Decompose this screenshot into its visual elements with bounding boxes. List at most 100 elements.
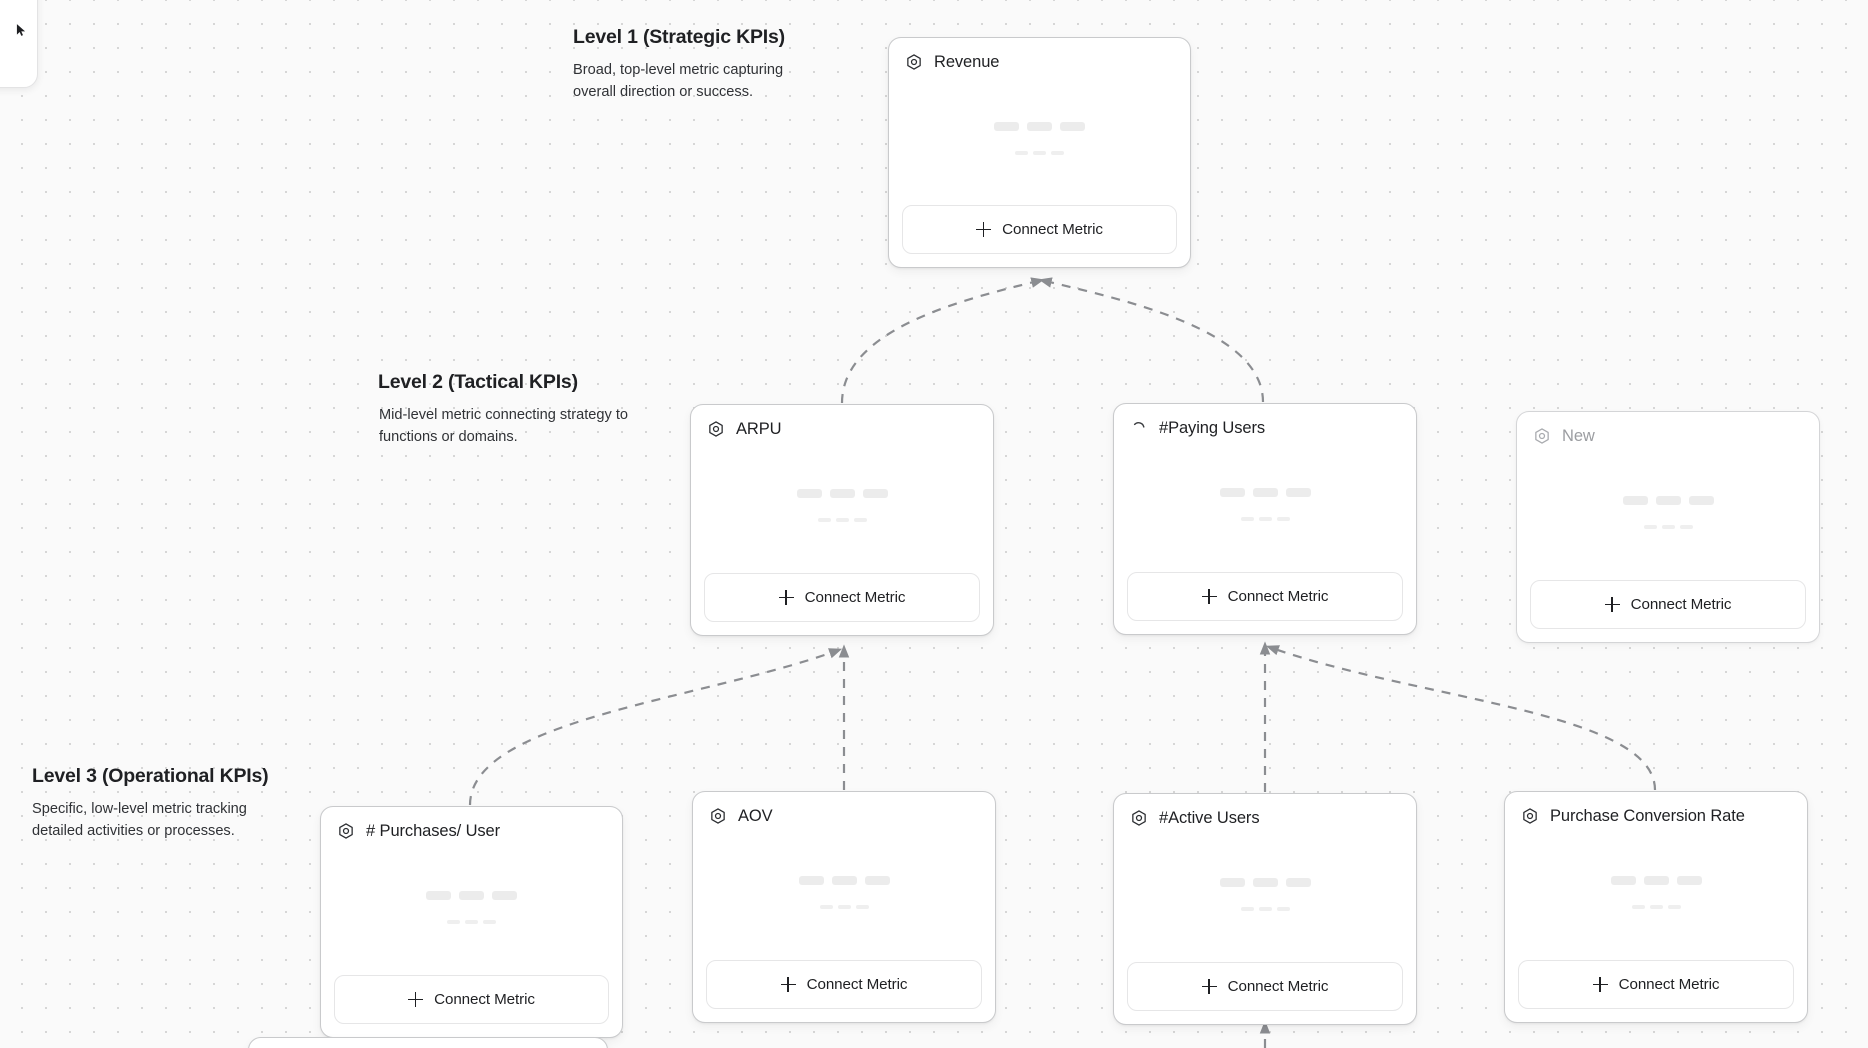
skeleton-bar [862,489,888,498]
skeleton-row-primary [1219,488,1311,497]
skeleton-bar [1676,876,1702,885]
level-2-block: Level 2 (Tactical KPIs) Mid-level metric… [378,371,629,448]
card-header: Revenue [889,38,1190,71]
connect-metric-label: Connect Metric [1618,975,1720,993]
connect-metric-label: Connect Metric [1227,977,1329,995]
card-title: AOV [738,806,773,825]
metric-card-new[interactable]: New Connect Metric [1516,411,1820,643]
card-footer: Connect Metric [1114,572,1416,634]
metric-card-aov[interactable]: AOV Connect Metric [692,791,996,1023]
metric-card-arpu[interactable]: ARPU Connect Metric [690,404,994,636]
skeleton-row-secondary [1631,905,1681,909]
skeleton-bar [831,876,857,885]
card-footer: Connect Metric [321,975,622,1037]
card-header: #Paying Users [1114,404,1416,437]
skeleton-row-secondary [1643,525,1693,529]
level-2-description: Mid-level metric connecting strategy to … [379,407,629,445]
skeleton-row-primary [796,489,888,498]
skeleton-bar [1252,488,1278,497]
metric-hexagon-icon [1535,428,1549,444]
card-footer: Connect Metric [693,960,995,1022]
skeleton-bar [817,518,831,522]
skeleton-bar [796,489,822,498]
skeleton-bar [1285,878,1311,887]
metric-card-active-users[interactable]: #Active Users Connect Metric [1113,793,1417,1025]
metric-card-paying-users[interactable]: #Paying Users Connect Metric [1113,403,1417,635]
plus-icon [408,992,424,1007]
skeleton-row-primary [1622,496,1714,505]
metric-card-purchase-conversion-rate[interactable]: Purchase Conversion Rate Connect Metric [1504,791,1808,1023]
level-1-block: Level 1 (Strategic KPIs) Broad, top-leve… [573,26,823,103]
card-header: #Active Users [1114,794,1416,827]
skeleton-bar [1051,150,1064,155]
plus-icon [976,222,992,237]
skeleton-bar [835,518,849,522]
card-title: Purchase Conversion Rate [1550,806,1745,825]
skeleton-bar [1276,517,1290,521]
plus-icon [1201,589,1217,604]
skeleton-bar [819,905,833,909]
level-1-title: Level 1 (Strategic KPIs) [573,26,785,48]
metric-card-revenue[interactable]: Revenue Connect Metric [888,37,1191,268]
skeleton-bar [855,905,869,909]
connect-metric-button[interactable]: Connect Metric [1127,572,1403,621]
skeleton-bar [829,489,855,498]
skeleton-bar [483,920,496,924]
skeleton-bar [1258,517,1272,521]
skeleton-bar [864,876,890,885]
skeleton-bar [1667,905,1681,909]
connect-metric-button[interactable]: Connect Metric [334,975,609,1024]
skeleton-bar [1240,907,1254,911]
skeleton-bar [1661,525,1675,529]
skeleton-bar [1219,488,1245,497]
connect-metric-button[interactable]: Connect Metric [704,573,980,622]
skeleton-bar [1060,121,1085,131]
connect-metric-button[interactable]: Connect Metric [1127,962,1403,1011]
metric-card-purchases-per-user[interactable]: # Purchases/ User Connect Metric [320,806,623,1038]
plus-icon [780,977,796,992]
plus-icon [1592,977,1608,992]
skeleton-row-primary [994,121,1085,131]
plus-icon [778,590,794,605]
card-placeholder-body [889,71,1190,205]
skeleton-row-secondary [819,905,869,909]
card-title: Revenue [934,52,1000,71]
connect-metric-button[interactable]: Connect Metric [1530,580,1806,629]
skeleton-row-secondary [1240,907,1290,911]
card-footer: Connect Metric [1114,962,1416,1024]
level-3-block: Level 3 (Operational KPIs) Specific, low… [32,765,282,842]
card-footer: Connect Metric [1517,580,1819,642]
connect-metric-button[interactable]: Connect Metric [1518,960,1794,1009]
card-title: ARPU [736,419,782,438]
skeleton-bar [1649,905,1663,909]
connect-metric-button[interactable]: Connect Metric [706,960,982,1009]
card-header: ARPU [691,405,993,438]
connect-metric-label: Connect Metric [1227,587,1329,605]
skeleton-bar [1252,878,1278,887]
skeleton-row-secondary [1240,517,1290,521]
card-placeholder-body [691,438,993,573]
metric-hexagon-icon [709,421,723,437]
skeleton-row-secondary [447,920,496,924]
skeleton-bar [459,891,484,900]
card-footer: Connect Metric [889,205,1190,267]
skeleton-bar [853,518,867,522]
card-header: Purchase Conversion Rate [1505,792,1807,825]
canvas-tool-panel[interactable] [0,0,38,88]
skeleton-bar [1285,488,1311,497]
card-header: AOV [693,792,995,825]
skeleton-bar [1015,150,1028,155]
card-title: #Paying Users [1159,418,1265,437]
skeleton-bar [465,920,478,924]
level-1-description: Broad, top-level metric capturing overal… [573,62,784,100]
skeleton-bar [1276,907,1290,911]
connect-metric-button[interactable]: Connect Metric [902,205,1177,254]
metric-card-offscreen-bottom[interactable] [248,1037,608,1048]
edge-payingusers-to-revenue [1038,277,1265,403]
skeleton-bar [837,905,851,909]
cursor-pointer-icon[interactable] [14,23,28,37]
card-footer: Connect Metric [1505,960,1807,1022]
skeleton-bar [447,920,460,924]
level-3-title: Level 3 (Operational KPIs) [32,765,269,787]
